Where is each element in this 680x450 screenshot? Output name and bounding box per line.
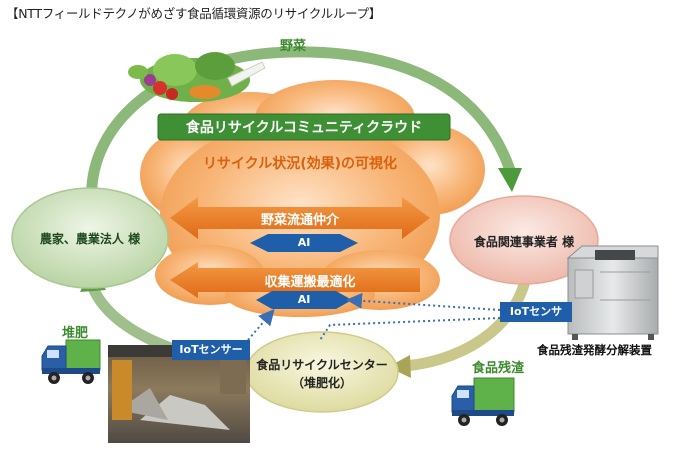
ai-bottom-shape <box>256 291 352 309</box>
ai-bottom-text: AI <box>297 293 311 306</box>
veg-distribution-text: 野菜流通仲介 <box>260 213 339 228</box>
ai-top-shape <box>250 234 358 252</box>
cloud-header-bar <box>157 113 451 141</box>
recycle-center-label-2: （堆肥化） <box>291 376 352 390</box>
collection-text: 収集運搬最適化 <box>264 275 356 290</box>
ai-top-text: AI <box>297 236 311 249</box>
compost-truck-icon <box>41 339 101 384</box>
food-business-node <box>449 195 599 285</box>
decomposer-machine-image <box>566 245 659 340</box>
decomposer-label: 食品残渣発酵分解装置 <box>537 343 652 357</box>
iot-sensor-right-tag: IoTセンサ <box>500 302 572 322</box>
iot-sensor-left-tag: IoTセンサー <box>172 340 250 360</box>
food-business-label: 食品関連事業者 様 <box>473 235 575 249</box>
vegetables-cycle-arrow <box>86 46 522 211</box>
iot-data-connectors <box>247 292 501 341</box>
farmer-label: 農家、農業法人 様 <box>39 232 141 246</box>
page-title: 【NTTフィールドテクノがめざす食品循環資源のリサイクルループ】 <box>6 6 381 21</box>
vegetables-label: 野菜 <box>280 39 307 54</box>
vegetables-image <box>128 52 266 102</box>
food-residue-label: 食品残渣 <box>472 361 525 376</box>
collection-arrow <box>170 262 420 298</box>
visualization-text: リサイクル状況(効果)の可視化 <box>202 156 398 172</box>
cloud-header-text: 食品リサイクルコミュニティクラウド <box>185 120 423 136</box>
compost-label: 堆肥 <box>62 326 89 341</box>
veg-distribution-arrow <box>170 197 430 239</box>
residue-truck-icon <box>451 377 515 426</box>
farmer-node <box>11 187 169 289</box>
recycle-center-label-1: 食品リサイクルセンター <box>256 358 388 372</box>
